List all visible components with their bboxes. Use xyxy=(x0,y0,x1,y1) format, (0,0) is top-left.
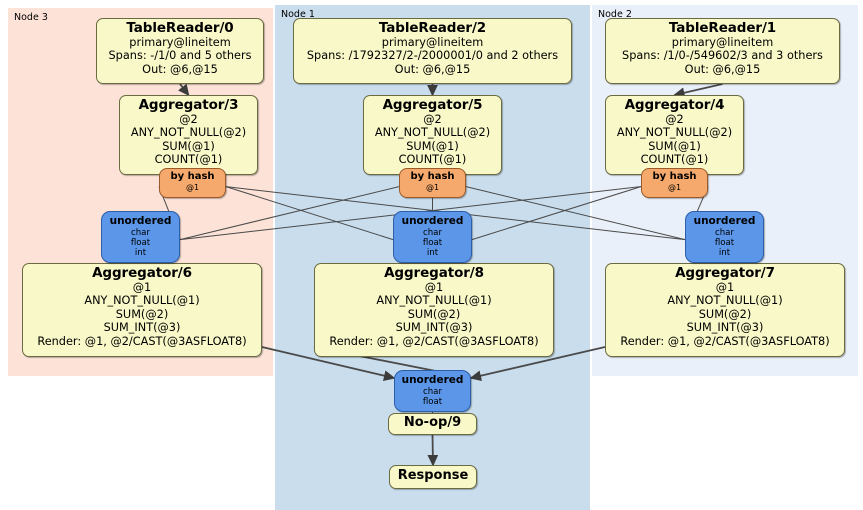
plan-node-line: float xyxy=(130,237,151,248)
plan-node-line: ANY_NOT_NULL(@2) xyxy=(374,126,491,140)
edge-aggregator-6-to-unordered-final xyxy=(261,346,396,381)
plan-node-line: @1 xyxy=(132,281,152,294)
plan-node-title: No-op/9 xyxy=(403,415,462,430)
plan-node-line: Spans: -/1/0 and 5 others xyxy=(108,49,252,63)
plan-node-line: COUNT(@1) xyxy=(398,153,467,167)
plan-node-title: Aggregator/4 xyxy=(624,97,725,113)
plan-node-title: by hash xyxy=(410,171,455,182)
plan-node-line: COUNT(@1) xyxy=(154,153,223,167)
plan-node-line: ANY_NOT_NULL(@1) xyxy=(84,294,200,308)
plan-node-title: Aggregator/7 xyxy=(675,265,775,281)
plan-node-title: Aggregator/3 xyxy=(138,97,239,113)
plan-node-line: @1 xyxy=(667,183,682,192)
plan-node-line: SUM(@2) xyxy=(407,307,461,321)
node-panel-label-node3: Node 3 xyxy=(14,12,48,23)
edge-tablereader-1-to-aggregator-4 xyxy=(673,83,723,99)
plan-node-line: int xyxy=(134,248,147,259)
plan-node-title: TableReader/2 xyxy=(378,20,487,36)
plan-node-line: char xyxy=(423,386,442,397)
plan-node-title: Aggregator/8 xyxy=(384,265,484,281)
plan-node-line: @1 xyxy=(715,281,735,294)
plan-node-line: SUM_INT(@3) xyxy=(103,321,181,335)
plan-node-line: @2 xyxy=(423,113,442,126)
plan-node-line: int xyxy=(426,248,439,259)
plan-node-line: char xyxy=(423,227,442,238)
node-panel-label-node2: Node 2 xyxy=(598,9,632,20)
plan-node-line: @1 xyxy=(425,183,440,192)
plan-node-byhash-mid[interactable]: by hash@1 xyxy=(399,168,466,198)
plan-node-title: Response xyxy=(397,468,469,483)
plan-node-title: by hash xyxy=(170,171,215,182)
edge-byhash-mid-to-unordered-right xyxy=(465,186,686,241)
plan-node-title: unordered xyxy=(693,215,756,227)
plan-node-line: @1 xyxy=(424,281,444,294)
plan-node-line: @2 xyxy=(665,113,684,126)
edge-noop-9-to-response xyxy=(427,434,439,467)
plan-node-line: SUM(@1) xyxy=(648,139,701,153)
edge-byhash-left-to-unordered-mid xyxy=(225,186,394,241)
node-panel-label-node1: Node 1 xyxy=(281,9,315,20)
plan-node-line: Spans: /1792327/2-/2000001/0 and 2 other… xyxy=(306,49,559,63)
plan-node-line: Render: @1, @2/CAST(@3ASFLOAT8) xyxy=(620,334,830,348)
plan-node-line: @1 xyxy=(185,183,200,192)
plan-node-title: by hash xyxy=(652,171,697,182)
plan-node-byhash-right[interactable]: by hash@1 xyxy=(641,168,708,198)
plan-node-title: Aggregator/5 xyxy=(382,97,483,113)
plan-node-line: SUM(@1) xyxy=(406,139,459,153)
plan-node-line: Out: @6,@15 xyxy=(394,62,471,76)
plan-node-title: unordered xyxy=(401,215,464,227)
plan-node-line: @2 xyxy=(179,113,198,126)
plan-node-title: TableReader/0 xyxy=(126,20,234,36)
plan-node-line: float xyxy=(422,396,443,407)
plan-node-line: SUM_INT(@3) xyxy=(686,321,764,335)
plan-node-title: TableReader/1 xyxy=(668,20,777,36)
plan-node-line: Spans: /1/0-/549602/3 and 3 others xyxy=(622,49,823,63)
edge-aggregator-7-to-unordered-final xyxy=(469,346,606,381)
plan-node-line: char xyxy=(715,227,734,238)
edge-byhash-right-to-unordered-mid xyxy=(471,186,642,241)
plan-node-line: Out: @6,@15 xyxy=(684,62,761,76)
edge-tablereader-0-to-aggregator-3 xyxy=(178,83,190,97)
plan-node-line: primary@lineitem xyxy=(381,36,484,49)
plan-node-noop-9[interactable]: No-op/9 xyxy=(388,413,477,435)
plan-node-line: Render: @1, @2/CAST(@3ASFLOAT8) xyxy=(37,334,247,348)
plan-node-line: COUNT(@1) xyxy=(640,153,709,167)
plan-node-line: float xyxy=(422,237,443,248)
plan-node-line: char xyxy=(131,227,150,238)
plan-node-line: SUM(@1) xyxy=(162,139,215,153)
plan-node-title: Aggregator/6 xyxy=(92,265,192,281)
plan-node-line: SUM(@2) xyxy=(698,307,752,321)
plan-node-title: unordered xyxy=(109,215,172,227)
plan-node-line: Render: @1, @2/CAST(@3ASFLOAT8) xyxy=(329,334,539,348)
plan-node-line: float xyxy=(714,237,735,248)
plan-node-title: unordered xyxy=(401,374,464,386)
plan-node-line: ANY_NOT_NULL(@1) xyxy=(376,294,492,308)
plan-node-response[interactable]: Response xyxy=(389,465,477,489)
plan-node-line: ANY_NOT_NULL(@1) xyxy=(667,294,783,308)
plan-node-line: primary@lineitem xyxy=(671,36,774,49)
plan-node-line: SUM_INT(@3) xyxy=(395,321,473,335)
plan-node-line: ANY_NOT_NULL(@2) xyxy=(616,126,733,140)
plan-node-line: int xyxy=(718,248,731,259)
plan-node-line: Out: @6,@15 xyxy=(142,62,218,76)
plan-node-line: SUM(@2) xyxy=(115,307,169,321)
plan-node-line: ANY_NOT_NULL(@2) xyxy=(130,126,247,140)
plan-node-line: primary@lineitem xyxy=(129,36,231,49)
edge-byhash-mid-to-unordered-left xyxy=(179,186,400,241)
plan-node-byhash-left[interactable]: by hash@1 xyxy=(159,168,226,198)
